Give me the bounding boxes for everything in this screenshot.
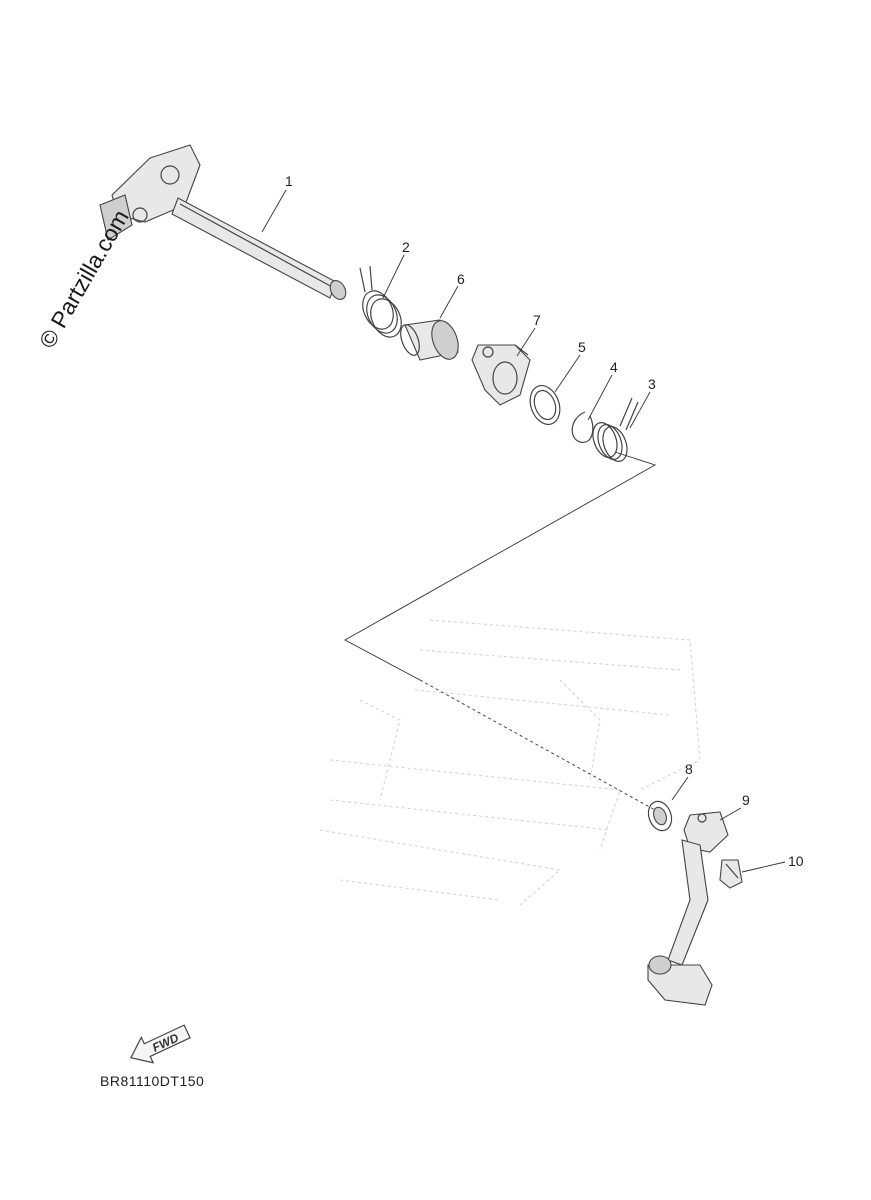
callout-7[interactable]: 7	[533, 312, 541, 328]
watermark: © Partzilla.com	[34, 205, 134, 352]
shift-arm-part-7	[471, 344, 531, 406]
assembly-guide-lines	[344, 451, 657, 811]
callout-2[interactable]: 2	[402, 239, 410, 255]
bolt-part-10	[719, 859, 743, 889]
callout-9[interactable]: 9	[742, 792, 750, 808]
washer-part-5	[529, 385, 561, 425]
callout-6[interactable]: 6	[457, 271, 465, 287]
callout-labels: 1 2 3 4 5 6 7 8 9 10	[285, 173, 804, 869]
leader-lines	[261, 189, 786, 873]
callout-1[interactable]: 1	[285, 173, 293, 189]
collar-part-6	[400, 319, 459, 361]
shift-shaft-part-1	[99, 144, 347, 300]
spring-part-3	[592, 397, 639, 462]
engine-ghost-outline	[319, 619, 701, 906]
shift-pedal-part-9	[647, 811, 729, 1006]
callout-5[interactable]: 5	[578, 339, 586, 355]
callout-8[interactable]: 8	[685, 761, 693, 777]
spring-part-2	[359, 265, 402, 338]
fwd-arrow-icon: FWD	[130, 1024, 191, 1064]
diagram-code: BR81110DT150	[100, 1073, 204, 1089]
callout-10[interactable]: 10	[788, 853, 804, 869]
circlip-part-4	[571, 411, 594, 443]
callout-3[interactable]: 3	[648, 376, 656, 392]
washer-part-8	[647, 800, 673, 832]
fwd-label: FWD	[150, 1030, 181, 1054]
callout-4[interactable]: 4	[610, 359, 618, 375]
